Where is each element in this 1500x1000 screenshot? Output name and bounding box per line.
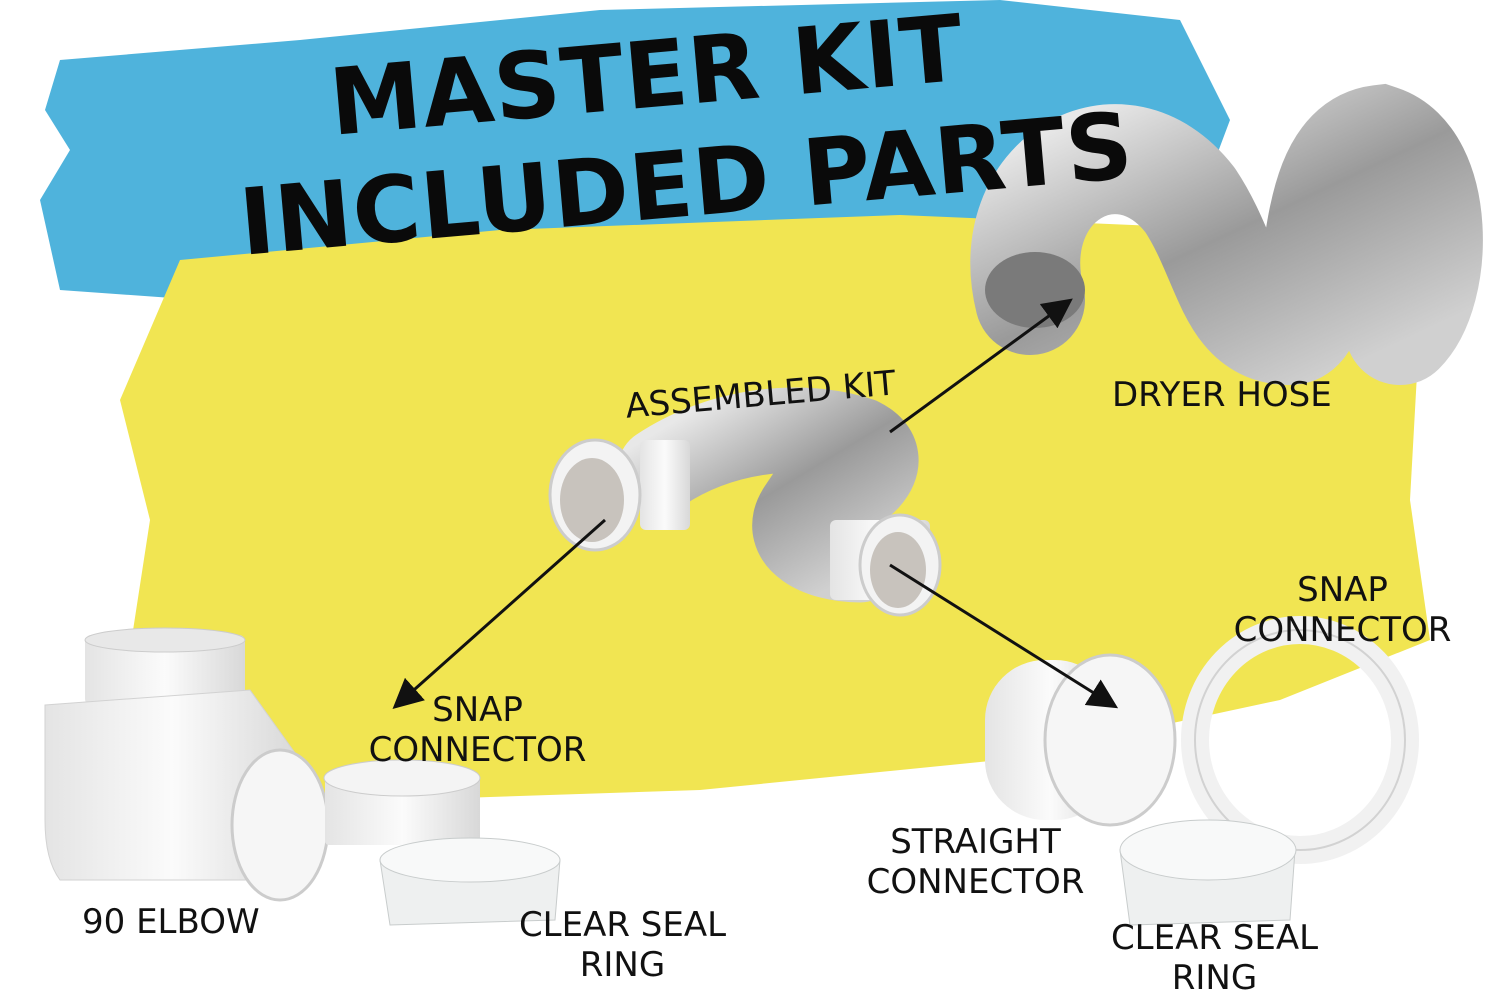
label-text: CLEAR SEAL — [1110, 918, 1319, 958]
straight-connector-image — [985, 653, 1177, 827]
arrow-to-dryer-hose — [889, 298, 1073, 434]
label-text: STRAIGHT — [890, 822, 1061, 862]
label-dryer-hose: DRYER HOSE — [1112, 375, 1332, 415]
label-snap-connector-left: SNAP CONNECTOR — [360, 690, 595, 770]
label-snap-connector-right: SNAP CONNECTOR — [1225, 570, 1460, 650]
label-text: CLEAR SEAL — [518, 905, 727, 945]
arrow-to-snap-connector — [392, 518, 606, 709]
label-straight-connector: STRAIGHT CONNECTOR — [858, 822, 1093, 902]
assembled-kit-image — [548, 387, 942, 617]
label-clear-seal-ring-left: CLEAR SEAL RING — [510, 905, 735, 985]
label-text: RING — [579, 945, 666, 985]
label-90-elbow: 90 ELBOW — [82, 902, 260, 942]
left-clear-seal-ring-image — [379, 837, 561, 926]
right-clear-seal-ring-image — [1119, 819, 1297, 926]
label-text: CONNECTOR — [368, 730, 587, 770]
label-text: RING — [1171, 958, 1258, 998]
label-clear-seal-ring-right: CLEAR SEAL RING — [1102, 918, 1327, 998]
label-text: CONNECTOR — [1233, 610, 1452, 650]
label-text: CONNECTOR — [866, 862, 1085, 902]
elbow-image — [44, 627, 330, 902]
label-text: SNAP — [432, 690, 523, 730]
label-text: SNAP — [1297, 570, 1388, 610]
left-snap-connector-image — [323, 759, 481, 845]
right-snap-connector-image — [1181, 616, 1419, 864]
arrow-to-straight-connector — [889, 563, 1119, 709]
